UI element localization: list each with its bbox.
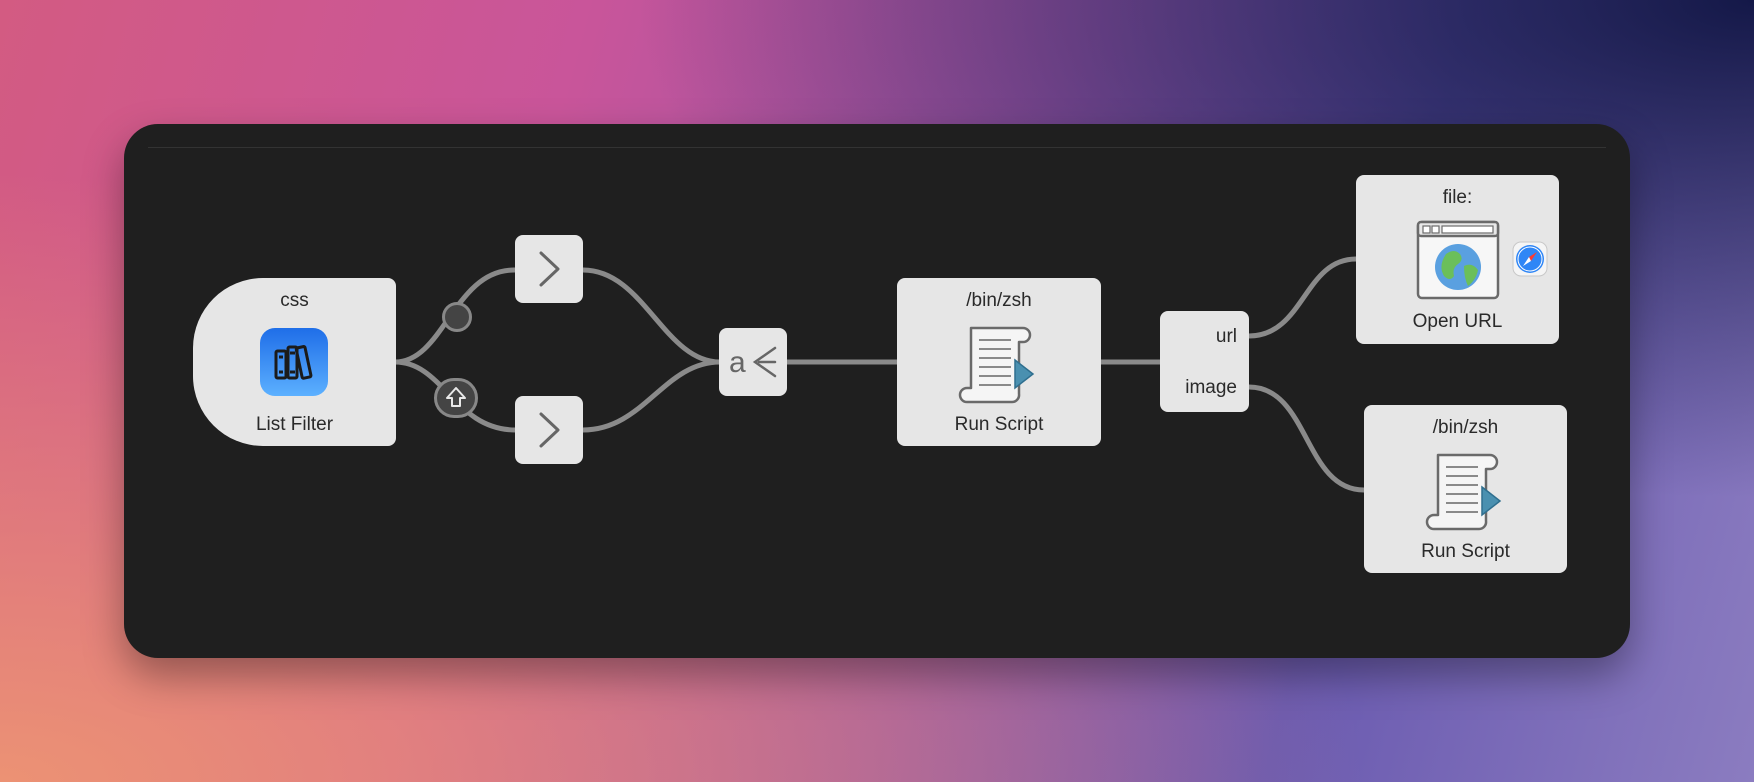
chevron-right-icon [539,412,560,448]
svg-text:a: a [729,346,746,379]
open-url-node[interactable]: file: Open URL [1356,175,1559,344]
list-filter-title: List Filter [255,414,334,435]
chevron-right-icon [539,251,560,287]
connection-handle[interactable] [442,302,472,332]
run-script-path: /bin/zsh [966,290,1032,311]
books-icon [259,327,329,403]
script-scroll-icon [957,322,1041,412]
open-url-prefix: file: [1442,187,1473,208]
script-scroll-icon [1424,449,1508,539]
list-filter-keyword: css [280,290,309,311]
open-url-title: Open URL [1412,311,1503,332]
conditional-node[interactable]: url image [1160,311,1249,412]
safari-compass-icon [1512,241,1548,283]
list-filter-node[interactable]: css [193,278,396,446]
wire-image-to-script [1246,384,1367,493]
output-url-label: url [1215,326,1237,347]
wire-bottom-to-split [580,359,723,433]
argument-split-node[interactable]: a [719,328,787,396]
run-script-title: Run Script [954,414,1044,435]
run-script-image-title: Run Script [1421,541,1510,562]
browser-globe-icon [1416,220,1500,306]
bottom-utility-node[interactable] [515,396,583,464]
canvas-top-divider [148,147,1606,148]
workflow-canvas[interactable]: css [124,124,1630,658]
wire-top-to-split [580,267,723,365]
shift-key-icon [446,387,466,407]
run-script-node[interactable]: /bin/zsh Run Script [897,278,1101,446]
output-image-label: image [1185,377,1237,398]
shift-modifier-handle[interactable] [434,378,478,418]
argument-split-icon: a [729,346,777,379]
top-utility-node[interactable] [515,235,583,303]
run-script-image-path: /bin/zsh [1432,417,1499,438]
run-script-image-node[interactable]: /bin/zsh Run Script [1364,405,1567,573]
wire-url-to-openurl [1246,256,1359,339]
